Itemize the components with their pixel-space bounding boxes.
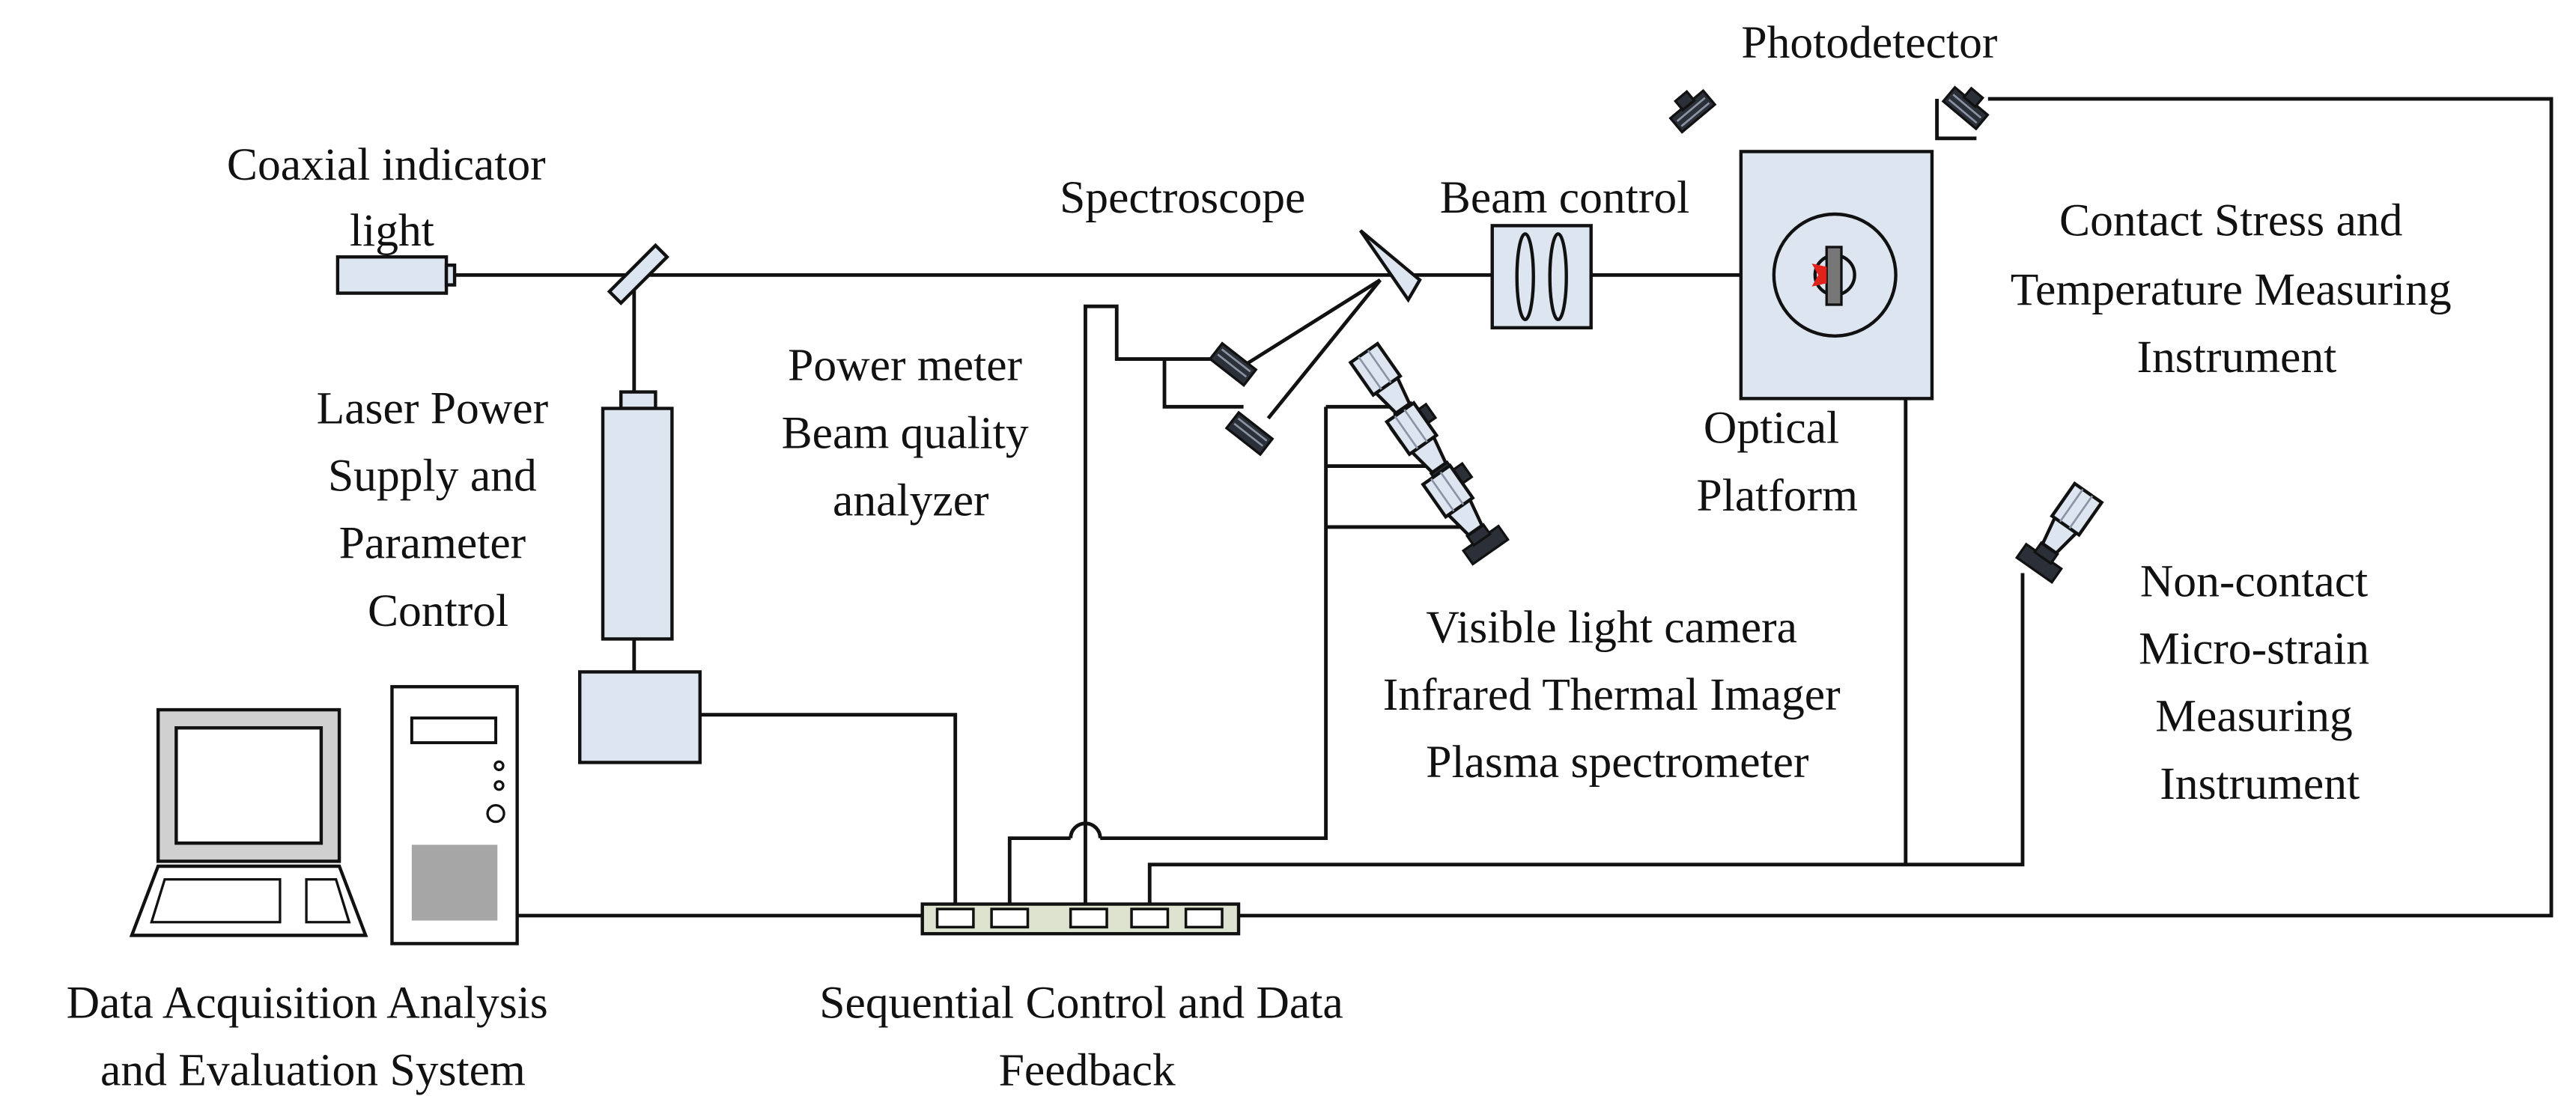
cameras-line-2: Infrared Thermal Imager (1383, 669, 1841, 720)
cameras-line-1: Visible light camera (1426, 602, 1797, 653)
power-meter-label: Power meter Beam quality analyzer (782, 340, 1040, 526)
photodetector-label: Photodetector (1741, 17, 1997, 68)
contact-stress-line-3: Instrument (2137, 332, 2337, 383)
beam-path-to-power-meter (1237, 278, 1382, 371)
micro-strain-sensor-icon (2014, 481, 2104, 585)
laser-power-supply-line-3: Parameter (339, 518, 526, 569)
wire-crossover-hop (1069, 821, 1102, 838)
spectroscope-label: Spectroscope (1060, 172, 1305, 223)
sequential-control-label: Sequential Control and Data Feedback (819, 977, 1355, 1095)
power-meter-line-2: Beam quality (782, 407, 1029, 458)
power-meter-sensor-icon (1208, 341, 1258, 387)
beam-control-lens-icon (1490, 224, 1593, 329)
mirror-icon (607, 243, 669, 305)
power-meter-wire (1084, 304, 1212, 904)
laser-power-supply-line-2: Supply and (328, 451, 537, 502)
optical-platform-label: Optical Platform (1696, 403, 1858, 521)
camera-bus-wire (1007, 836, 1071, 904)
data-acquisition-line-1: Data Acquisition Analysis (67, 977, 548, 1028)
photodetector-icon-right (1941, 85, 1990, 131)
controller-to-bus-line (699, 713, 958, 904)
coaxial-indicator-light-label: Coaxial indicator light (227, 139, 557, 256)
contact-stress-label: Contact Stress and Temperature Measuring… (2011, 195, 2463, 383)
instrument-to-bus-wire (1147, 573, 2025, 904)
beam-path-to-beam-analyzer (1266, 279, 1382, 420)
optical-platform-line-2: Platform (1696, 470, 1858, 521)
sequential-control-line-1: Sequential Control and Data (819, 977, 1343, 1028)
coaxial-indicator-light-line-2: light (350, 205, 434, 256)
optical-platform (1739, 150, 1934, 401)
sample-spot (1811, 263, 1827, 287)
photodetector-link-line (1935, 99, 1977, 141)
laser-power-supply-label: Laser Power Supply and Parameter Control (317, 383, 560, 636)
laser-controller-box (578, 670, 702, 764)
non-contact-label: Non-contact Micro-strain Measuring Instr… (2139, 556, 2381, 809)
data-acquisition-line-2: and Evaluation System (100, 1045, 526, 1096)
spectroscope-icon (1358, 229, 1422, 303)
non-contact-line-2: Micro-strain (2139, 623, 2369, 674)
sample-holder (1825, 246, 1843, 306)
coaxial-indicator-light-line-1: Coaxial indicator (227, 139, 546, 190)
laser-power-supply-line-4: Control (368, 585, 508, 636)
laser-power-supply-line-1: Laser Power (317, 383, 548, 433)
data-acquisition-label: Data Acquisition Analysis and Evaluation… (67, 977, 560, 1095)
cameras-line-3: Plasma spectrometer (1426, 737, 1808, 788)
beam-analyzer-wire (1162, 359, 1244, 409)
contact-stress-line-1: Contact Stress and (2059, 195, 2403, 246)
camera-bus-wire-right (1100, 407, 1328, 841)
cameras-label: Visible light camera Infrared Thermal Im… (1383, 602, 1852, 788)
optical-platform-line-1: Optical (1704, 403, 1839, 454)
labels: Coaxial indicator light Laser Power Supp… (67, 17, 2463, 1095)
power-meter-line-3: analyzer (833, 475, 989, 526)
sequential-control-line-2: Feedback (999, 1045, 1176, 1096)
non-contact-line-1: Non-contact (2140, 556, 2368, 606)
sequential-control-bus (920, 902, 1241, 936)
photodetector-icon-left (1668, 88, 1717, 134)
beam-analyzer-sensor-icon (1224, 410, 1275, 457)
non-contact-line-4: Instrument (2160, 758, 2360, 809)
power-meter-line-1: Power meter (788, 340, 1022, 391)
desktop-computer-icon (129, 685, 519, 946)
laser-tube (601, 390, 674, 641)
coaxial-indicator-light (335, 255, 457, 295)
contact-stress-line-2: Temperature Measuring (2011, 264, 2452, 315)
non-contact-line-3: Measuring (2155, 691, 2352, 742)
bus-to-photodetector-line (1239, 97, 2554, 918)
camera-icon-plasma-spectrometer (1421, 463, 1510, 566)
beam-control-label: Beam control (1440, 172, 1689, 223)
